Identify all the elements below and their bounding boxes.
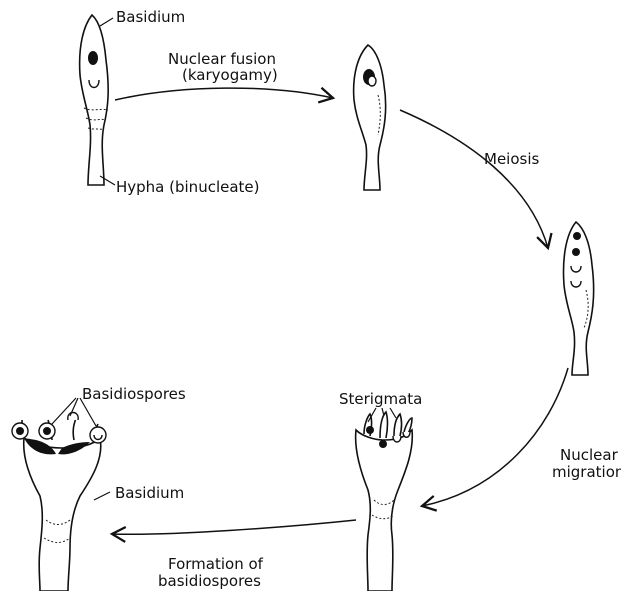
stage-diploid-basidium <box>354 45 386 190</box>
label-basidium-top: Basidium <box>116 8 185 26</box>
label-sterigmata: Sterigmata <box>339 390 422 408</box>
leader-sterigmata-b <box>382 408 384 416</box>
basidiospore-d-nucleus <box>94 435 102 440</box>
label-basidium-bottom: Basidium <box>115 484 184 502</box>
leader-sterigmata-c <box>390 408 396 418</box>
nucleus-4-b <box>379 440 387 448</box>
stage-binucleate-basidium <box>80 15 115 185</box>
nucleus-3-d <box>571 281 581 287</box>
nucleus-4-c <box>393 436 401 442</box>
arrow-meiosis <box>400 110 548 248</box>
arrow-spore-formation <box>112 520 356 534</box>
basidiospore-b-nucleus <box>43 427 51 435</box>
basidiospore-c <box>68 413 78 421</box>
basidium-cell-3 <box>564 222 594 375</box>
basidium-cell-1 <box>80 15 109 185</box>
basidium-cell-5 <box>24 438 101 591</box>
sterigma-5-c <box>73 418 76 440</box>
arrow-nuclear-fusion <box>115 88 333 100</box>
label-meiosis: Meiosis <box>484 150 539 168</box>
basidium-cell-4 <box>356 430 413 591</box>
leader-basidium-top <box>100 18 113 26</box>
stage-meiosis-basidium <box>564 222 594 375</box>
label-formation-line2: basidiospores <box>158 572 261 590</box>
nucleus-3-a <box>573 232 581 240</box>
nucleus-dark-1 <box>88 51 98 65</box>
basidium-cell-2 <box>354 45 386 190</box>
basidiospore-a-nucleus <box>16 427 24 435</box>
nucleus-3-b <box>572 248 580 256</box>
nucleus-4-a <box>366 426 374 434</box>
nucleus-4-d <box>403 432 410 437</box>
label-hypha: Hypha (binucleate) <box>116 178 260 196</box>
nucleus-3-c <box>571 266 581 272</box>
leader-basidium-bottom <box>94 492 110 500</box>
nucleus-fused-ring-2 <box>368 76 376 86</box>
label-nuclear-migration-line2: migration <box>552 463 621 481</box>
stage-sterigmata-basidium <box>356 408 413 591</box>
label-basidiospores: Basidiospores <box>82 385 186 403</box>
arrow-nuclear-migration <box>422 368 568 506</box>
label-nuclear-migration-line1: Nuclear <box>560 446 619 464</box>
stage-mature-basidium <box>12 398 110 591</box>
nucleus-light-1 <box>89 80 99 88</box>
label-nuclear-fusion-line2: (karyogamy) <box>182 66 278 84</box>
label-formation-line1: Formation of <box>168 555 264 573</box>
